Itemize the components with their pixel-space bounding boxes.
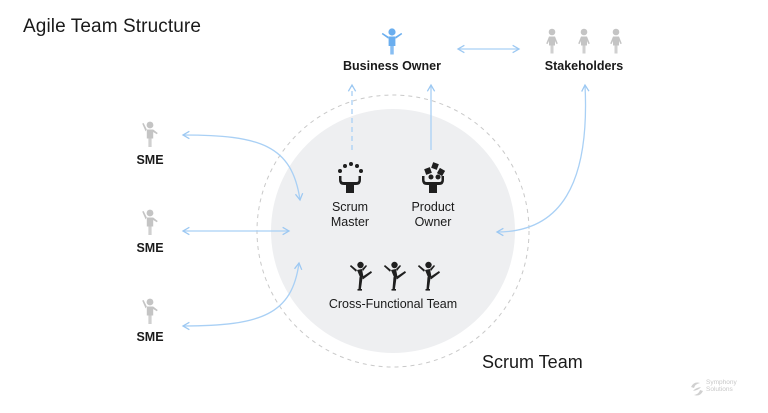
product-owner-label-line-1: Product [411, 200, 455, 214]
product-owner-icon [422, 162, 446, 193]
sme-label-1: SME [136, 153, 164, 167]
company-logo: Symphony Solutions [689, 379, 737, 393]
stakeholders-team-arrow [495, 83, 590, 237]
stakeholders-label: Stakeholders [544, 59, 624, 73]
logo-text: Symphony Solutions [706, 379, 737, 393]
cross-functional-team-label: Cross-Functional Team [328, 297, 458, 311]
product-owner-label-line-2: Owner [414, 215, 452, 229]
logo-text-line-2: Solutions [706, 386, 733, 393]
scrum-team-circle [271, 109, 515, 353]
symphony-logo-icon [691, 382, 703, 396]
sme-icon-2 [142, 209, 158, 235]
business-owner-icon [381, 28, 403, 55]
product-owner-label: Product Owner [398, 200, 468, 230]
diagram-title: Agile Team Structure [23, 16, 202, 37]
scrum-master-icon [338, 162, 363, 193]
sme-label-3: SME [136, 330, 164, 344]
logo-text-line-1: Symphony [706, 379, 737, 386]
sme-icon-3 [142, 298, 158, 324]
scrum-team-label: Scrum Team [482, 352, 583, 372]
sme-icon-1 [142, 121, 158, 147]
sme-label-2: SME [136, 241, 164, 255]
scrum-master-label-line-2: Master [330, 215, 370, 229]
stakeholders-icon [546, 28, 622, 54]
business-owner-label: Business Owner [343, 59, 441, 73]
scrum-master-label: Scrum Master [315, 200, 385, 230]
scrum-master-label-line-1: Scrum [331, 200, 369, 214]
sme-1-arrow [181, 130, 304, 202]
sme-3-arrow [181, 261, 303, 331]
